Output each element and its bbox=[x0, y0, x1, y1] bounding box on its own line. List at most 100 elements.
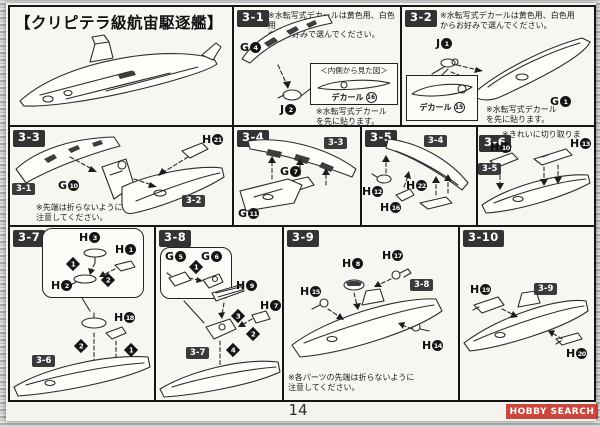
part-letter: G bbox=[165, 250, 175, 263]
part-number: 7 bbox=[290, 166, 302, 177]
part-letter: H bbox=[380, 201, 390, 214]
part-number: 15 bbox=[310, 286, 322, 297]
part-number: 2 bbox=[61, 280, 73, 291]
part-number: 1 bbox=[560, 96, 572, 107]
inside-view-callout: ＜内側から見た図＞ デカール 16 bbox=[310, 63, 398, 105]
part-number: 20 bbox=[576, 348, 588, 359]
part-letter: H bbox=[570, 137, 580, 150]
part-letter: G bbox=[58, 179, 68, 192]
inside-view-sketch bbox=[317, 79, 391, 91]
part-number: 2 bbox=[285, 104, 297, 115]
decal-word: デカール bbox=[331, 93, 364, 102]
ship-illustration bbox=[19, 34, 222, 107]
ref-badge: 3-3 bbox=[324, 137, 348, 149]
part-number: 22 bbox=[416, 180, 428, 191]
kit-title: 【クリピテラ級航宙駆逐艦】 bbox=[15, 13, 224, 32]
part-letter: H bbox=[382, 249, 392, 262]
part-letter: H bbox=[470, 283, 480, 296]
part-letter: H bbox=[362, 185, 372, 198]
part-number: 7 bbox=[270, 300, 282, 311]
part-number: 10 bbox=[68, 180, 80, 191]
part-letter: H bbox=[114, 311, 124, 324]
part-letter: H bbox=[260, 299, 270, 312]
part-letter: H bbox=[300, 285, 310, 298]
ref-badge: 3-6 bbox=[32, 355, 56, 367]
decal-label: デカール 16 bbox=[311, 92, 397, 103]
panel-3-6: ※きれいに切り取ります。 3-6 H10 H13 3-5 bbox=[478, 127, 594, 227]
note-decal-first: ※水転写式デカール を先に貼ります。 bbox=[316, 107, 387, 126]
assembly-diagram-3-7 bbox=[13, 297, 151, 397]
part-number: 19 bbox=[480, 284, 492, 295]
paper-sheet: 【クリピテラ級航宙駆逐艦】 3-1 ※水転写式デカールは黄色用、白色用 からお好… bbox=[6, 3, 596, 421]
part-letter: G bbox=[550, 95, 560, 108]
section-badge: 3-1 bbox=[237, 10, 270, 27]
part-number: 16 bbox=[390, 202, 402, 213]
part-number: 3 bbox=[89, 232, 101, 243]
note-tip: ※先端は折らないように 注意してください。 bbox=[36, 203, 123, 222]
ref-badge: 3-5 bbox=[478, 163, 502, 175]
step-number: 2 bbox=[78, 342, 84, 350]
part-number: 21 bbox=[212, 134, 224, 145]
note-decal-choose: ※水転写式デカールは黄色用、白色用 からお好みで選んでください。 bbox=[440, 11, 575, 30]
decal-number: 16 bbox=[365, 92, 377, 103]
assembly-diagram-3-9 bbox=[291, 268, 443, 358]
note-decal-choose: ※水転写式デカールは黄色用、白色用 からお好みで選んでください。 bbox=[268, 11, 395, 39]
section-badge: 3-2 bbox=[405, 10, 438, 27]
step-number: 1 bbox=[128, 346, 134, 354]
step-number: 4 bbox=[230, 346, 236, 354]
section-badge: 3-8 bbox=[159, 230, 192, 247]
part-letter: H bbox=[202, 133, 212, 146]
callout-title: ＜内側から見た図＞ bbox=[320, 66, 388, 75]
part-letter: H bbox=[566, 347, 576, 360]
part-letter: G bbox=[201, 250, 211, 263]
note-tips-care: ※各パーツの先端は折らないように 注意してください。 bbox=[288, 373, 415, 392]
assembly-diagram-3-10 bbox=[463, 290, 589, 352]
part-letter: H bbox=[406, 179, 416, 192]
ref-badge: 3-1 bbox=[12, 183, 36, 195]
assembly-diagram-3-3 bbox=[15, 136, 225, 215]
assembly-diagram-3-4 bbox=[239, 139, 357, 212]
part-letter: G bbox=[280, 165, 290, 178]
part-number: 8 bbox=[352, 258, 364, 269]
ref-badge: 3-7 bbox=[186, 347, 210, 359]
watermark: HOBBY SEARCH bbox=[506, 404, 598, 419]
decal-callout: デカール 15 bbox=[406, 75, 478, 121]
turret-subassembly-sketch bbox=[68, 248, 136, 287]
ref-badge: 3-4 bbox=[424, 135, 448, 147]
part-letter: J bbox=[280, 103, 285, 116]
part-number: 18 bbox=[124, 312, 136, 323]
decal-word: デカール bbox=[419, 103, 452, 112]
ref-badge: 3-8 bbox=[410, 279, 434, 291]
part-number: 17 bbox=[392, 250, 404, 261]
section-badge: 3-3 bbox=[13, 130, 46, 147]
part-number: 9 bbox=[246, 280, 258, 291]
